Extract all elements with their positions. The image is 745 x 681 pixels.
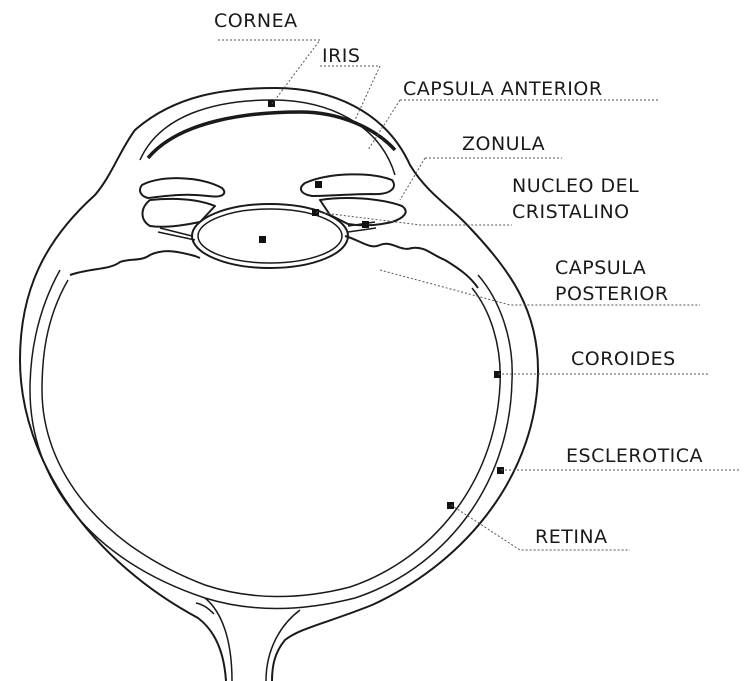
ora-serrata-left xyxy=(70,251,200,275)
marker-retina xyxy=(447,502,454,509)
lens-capsule-inner xyxy=(198,209,342,263)
label-nucleo-line2: CRISTALINO xyxy=(512,201,630,223)
label-cornea: CORNEA xyxy=(214,10,298,32)
label-zonula: ZONULA xyxy=(462,133,545,155)
marker-capsula-posterior xyxy=(362,221,369,228)
leader-cornea xyxy=(218,40,320,104)
sclera-outer-outline xyxy=(20,88,538,681)
label-capsula-posterior-line2: POSTERIOR xyxy=(555,283,669,305)
ciliary-body-left xyxy=(143,199,216,227)
label-nucleo-line1: NUCLEO DEL xyxy=(512,175,639,197)
label-retina: RETINA xyxy=(535,526,608,548)
zonule-fibers-left xyxy=(158,228,195,240)
label-capsula-anterior: CAPSULA ANTERIOR xyxy=(403,78,603,100)
marker-nucleo xyxy=(259,236,266,243)
choroid-layer xyxy=(30,270,512,609)
marker-cornea xyxy=(268,100,275,107)
cornea-inner-outline xyxy=(140,100,395,175)
ora-serrata-right xyxy=(345,236,478,288)
label-coroides: COROIDES xyxy=(571,348,676,370)
label-esclerotica: ESCLEROTICA xyxy=(566,445,703,467)
iris-left xyxy=(140,178,224,198)
anterior-capsule-arc xyxy=(148,112,395,158)
iris-right xyxy=(301,174,394,196)
lens xyxy=(192,204,348,268)
marker-zonula xyxy=(315,181,322,188)
leader-iris xyxy=(320,66,380,120)
label-iris: IRIS xyxy=(322,45,360,67)
label-capsula-posterior-line1: CAPSULA xyxy=(555,257,646,279)
